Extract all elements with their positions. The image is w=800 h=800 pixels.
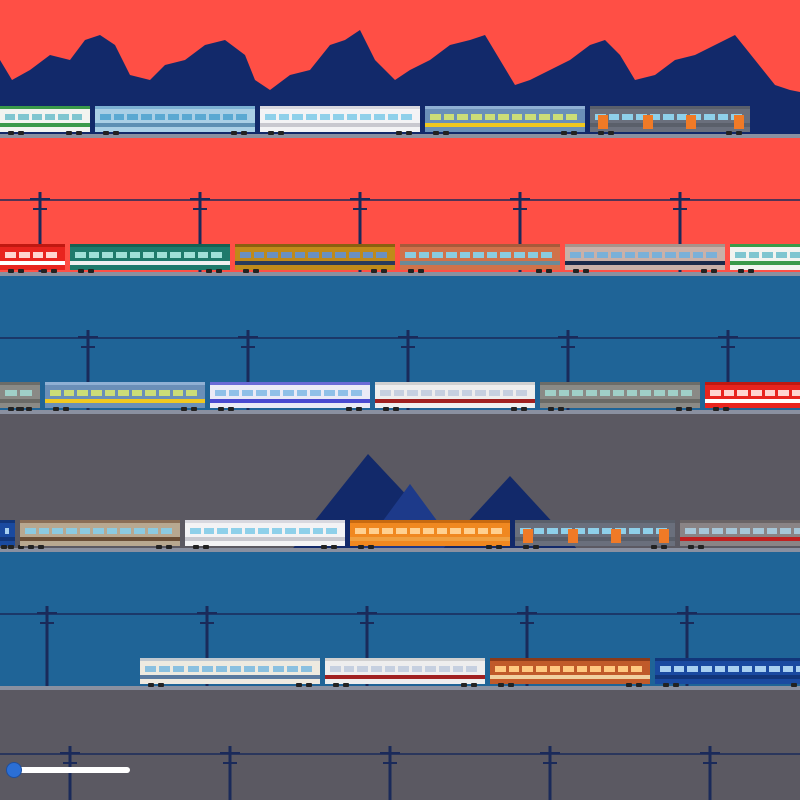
train-car: [350, 520, 510, 549]
rail-track: [0, 134, 800, 138]
train-car: [515, 520, 675, 549]
train-car: [45, 382, 205, 411]
train-car: [235, 244, 395, 273]
train-car: [260, 106, 420, 135]
speed-slider[interactable]: [4, 762, 134, 778]
lane-2: [0, 138, 800, 276]
rail-track: [0, 548, 800, 552]
train-car: [95, 106, 255, 135]
train-car: [0, 520, 24, 549]
train-car: [565, 244, 725, 273]
train-car: [0, 106, 90, 135]
train-car: [0, 244, 65, 273]
lane-6: [0, 690, 800, 800]
lane-3: [0, 276, 800, 414]
power-lines: [0, 746, 800, 800]
train-car: [730, 244, 800, 273]
power-lines: [0, 606, 800, 686]
train-car: [590, 106, 750, 135]
train-car: [375, 382, 535, 411]
train-car: [680, 520, 800, 549]
train-car: [400, 244, 560, 273]
rail-track: [0, 686, 800, 690]
train-car: [705, 382, 800, 411]
lane-4: [0, 414, 800, 552]
train-car: [325, 658, 485, 687]
train-car: [490, 658, 650, 687]
train-car: [655, 658, 800, 687]
slider-track[interactable]: [12, 767, 130, 773]
train-car: [70, 244, 230, 273]
power-lines: [0, 192, 800, 272]
train-car: [0, 382, 40, 411]
train-car: [140, 658, 320, 687]
train-car: [540, 382, 700, 411]
slider-thumb[interactable]: [6, 762, 22, 778]
rail-track: [0, 410, 800, 414]
lane-1: [0, 0, 800, 138]
train-car: [210, 382, 370, 411]
lane-5: [0, 552, 800, 690]
train-car: [20, 520, 180, 549]
rail-track: [0, 272, 800, 276]
train-car: [425, 106, 585, 135]
power-lines: [0, 330, 800, 410]
train-car: [185, 520, 345, 549]
